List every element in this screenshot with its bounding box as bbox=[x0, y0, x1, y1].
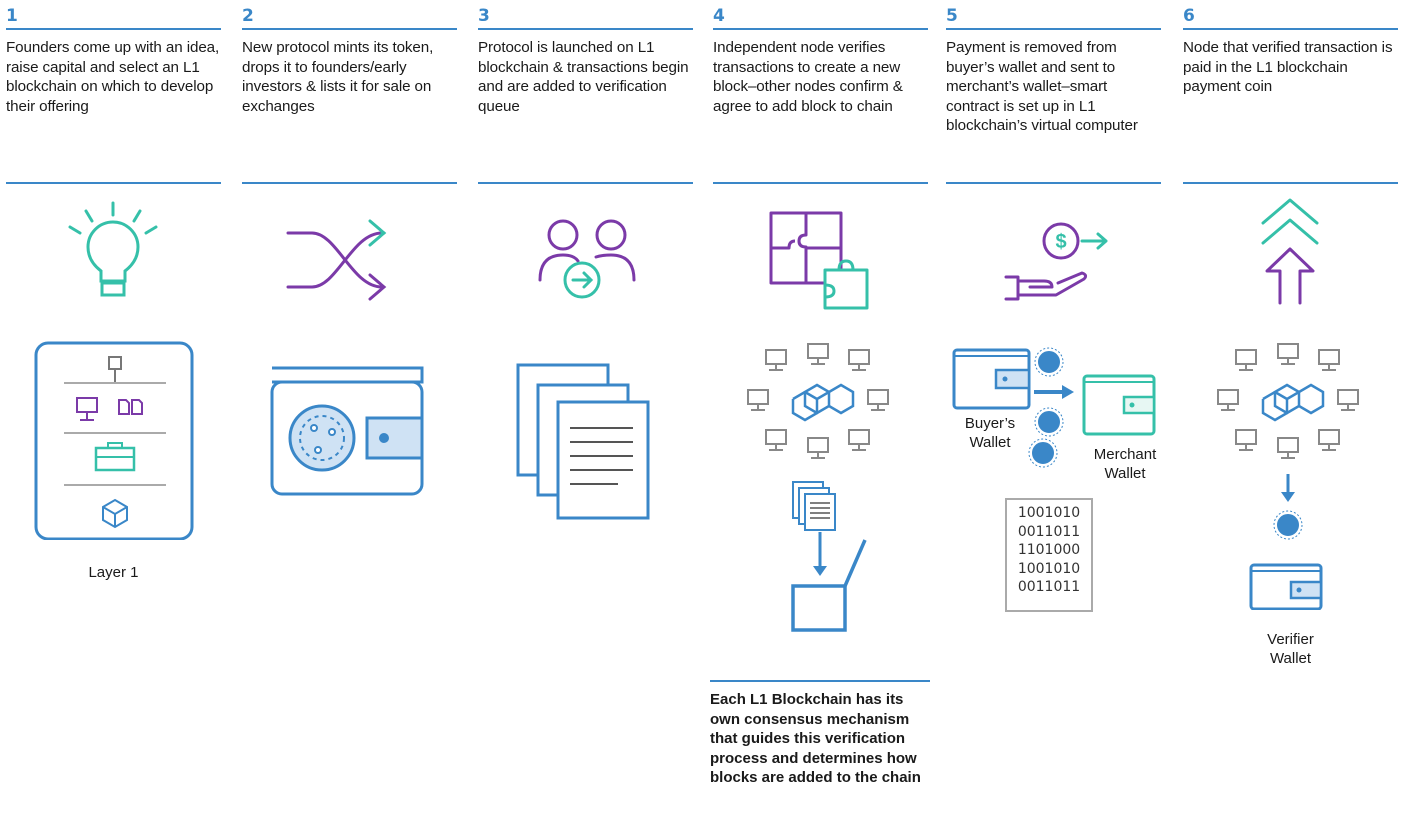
documents-stack-illustration bbox=[516, 363, 650, 520]
layer1-stack-diagram bbox=[34, 341, 194, 540]
step-6: 6 Node that verified transaction is paid… bbox=[1183, 0, 1398, 180]
step-number: 5 bbox=[946, 0, 1161, 30]
users-arrow-icon bbox=[538, 219, 636, 299]
divider bbox=[242, 182, 457, 184]
step-number: 4 bbox=[713, 0, 928, 30]
node-network-illustration bbox=[747, 343, 889, 632]
consensus-note: Each L1 Blockchain has its own consensus… bbox=[710, 680, 930, 788]
hand-dollar-icon: $ bbox=[1004, 222, 1108, 301]
verifier-wallet-label: Verifier Wallet bbox=[1267, 631, 1314, 667]
step-number: 2 bbox=[242, 0, 457, 30]
divider bbox=[478, 182, 693, 184]
divider bbox=[713, 182, 928, 184]
divider bbox=[1183, 182, 1398, 184]
up-arrows-icon bbox=[1261, 198, 1319, 305]
step-2: 2 New protocol mints its token, drops it… bbox=[242, 0, 457, 180]
step-1: 1 Founders come up with an idea, raise c… bbox=[6, 0, 221, 180]
step-4: 4 Independent node verifies transactions… bbox=[713, 0, 928, 180]
step-number: 1 bbox=[6, 0, 221, 30]
step-description: New protocol mints its token, drops it t… bbox=[242, 39, 434, 115]
buyer-wallet-label: Buyer’s Wallet bbox=[964, 415, 1016, 451]
step-5: 5 Payment is removed from buyer’s wallet… bbox=[946, 0, 1161, 180]
computer-node bbox=[765, 349, 787, 371]
token-wallet-illustration bbox=[270, 366, 424, 496]
step-description: Node that verified transaction is paid i… bbox=[1183, 39, 1393, 95]
step-description: Founders come up with an idea, raise cap… bbox=[6, 39, 220, 115]
lightbulb-icon bbox=[68, 201, 158, 297]
step-number: 6 bbox=[1183, 0, 1398, 30]
block-cubes bbox=[791, 383, 855, 422]
step-description: Independent node verifies transactions t… bbox=[713, 39, 903, 115]
puzzle-icon bbox=[769, 211, 869, 310]
svg-text:$: $ bbox=[1055, 231, 1066, 253]
divider bbox=[6, 182, 221, 184]
verifier-network-illustration bbox=[1217, 343, 1359, 610]
smart-contract-binary: 1001010 0011011 1101000 1001010 0011011 bbox=[1005, 498, 1093, 612]
layer1-label: Layer 1 bbox=[88, 564, 139, 581]
step-number: 3 bbox=[478, 0, 693, 30]
divider bbox=[946, 182, 1161, 184]
step-description: Payment is removed from buyer’s wallet a… bbox=[946, 39, 1138, 134]
step-3: 3 Protocol is launched on L1 blockchain … bbox=[478, 0, 693, 180]
step-description: Protocol is launched on L1 blockchain & … bbox=[478, 39, 689, 115]
payment-wallets-illustration bbox=[952, 347, 1156, 468]
merchant-wallet-label: Merchant Wallet bbox=[1093, 446, 1157, 482]
shuffle-arrows-icon bbox=[286, 219, 387, 301]
